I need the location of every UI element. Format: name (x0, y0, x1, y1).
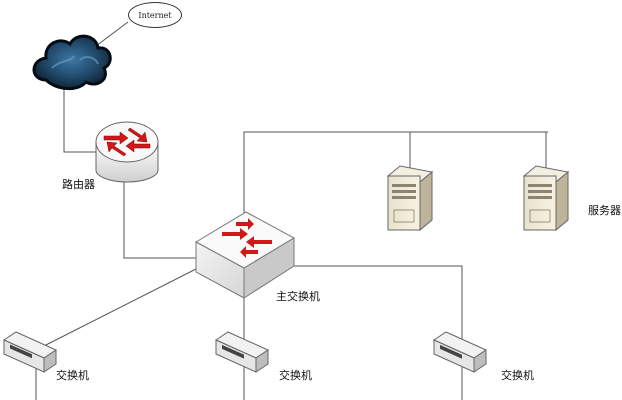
link-cloud-router (63, 88, 98, 153)
access-switch-3-label: 交换机 (501, 369, 534, 382)
link-coreswitch-serverbus (243, 131, 548, 235)
internet-label: Internet (128, 2, 182, 28)
link-coreswitch-access1 (35, 267, 199, 351)
cloud-icon (32, 34, 112, 90)
access-switch-1-label: 交换机 (56, 369, 89, 382)
access-switch-icon-3 (432, 331, 488, 373)
access-switch-icon-2 (214, 331, 270, 373)
servers-label: 服务器 (588, 204, 621, 217)
link-coreswitch-access3 (290, 265, 463, 400)
router-label: 路由器 (62, 178, 95, 191)
access-switch-2-label: 交换机 (279, 369, 312, 382)
core-switch-label: 主交换机 (276, 290, 320, 303)
link-router-coreswitch (123, 180, 198, 259)
router-icon (95, 121, 159, 183)
server-icon-1 (386, 165, 434, 232)
server-icon-2 (522, 165, 570, 232)
access-switch-icon-1 (2, 331, 58, 373)
core-switch-icon (194, 211, 296, 299)
